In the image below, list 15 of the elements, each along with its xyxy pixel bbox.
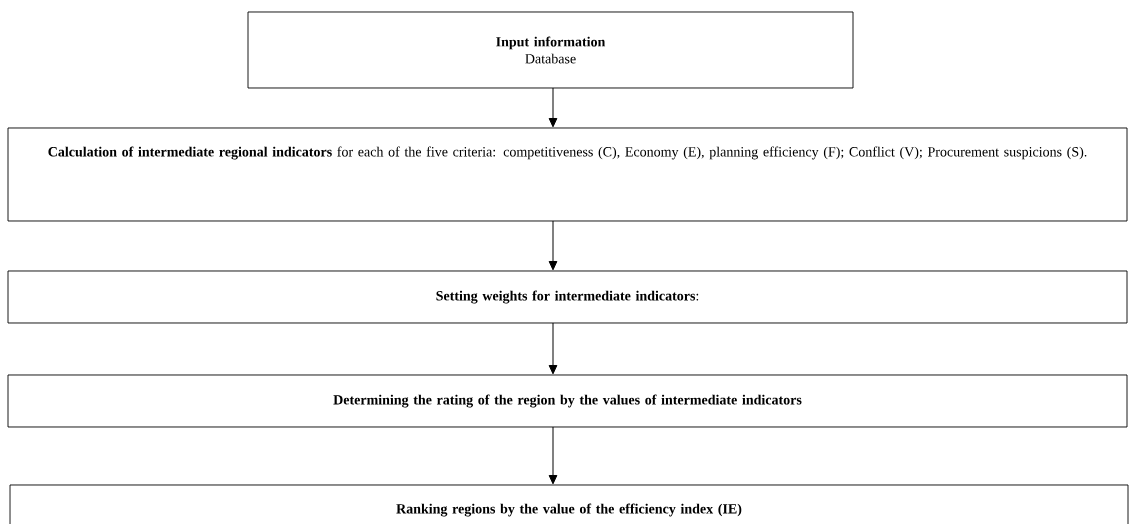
box-text: Input information (496, 36, 606, 50)
arrow (548, 322, 558, 375)
box-text: Ranking regions by the value of the efficiency index (IE) (396, 503, 742, 517)
process-box (7, 127, 1128, 222)
arrow (548, 87, 558, 128)
box-text: Database (525, 53, 576, 64)
box-text: Setting weights for intermediate indicators: (436, 290, 699, 304)
arrow (548, 220, 558, 271)
box-text: Calculation of intermediate regional indicators for each of the five criteria: competitiveness (C), Economy (E), planning efficiency (F); Conflict (V); Procurement suspicions (S). (48, 146, 1087, 160)
process-box (247, 11, 854, 89)
arrow (548, 426, 558, 485)
process-box (7, 374, 1128, 428)
box-text: Determining the rating of the region by the values of intermediate indicators (333, 394, 802, 408)
process-box (9, 484, 1129, 524)
process-box (7, 270, 1128, 324)
